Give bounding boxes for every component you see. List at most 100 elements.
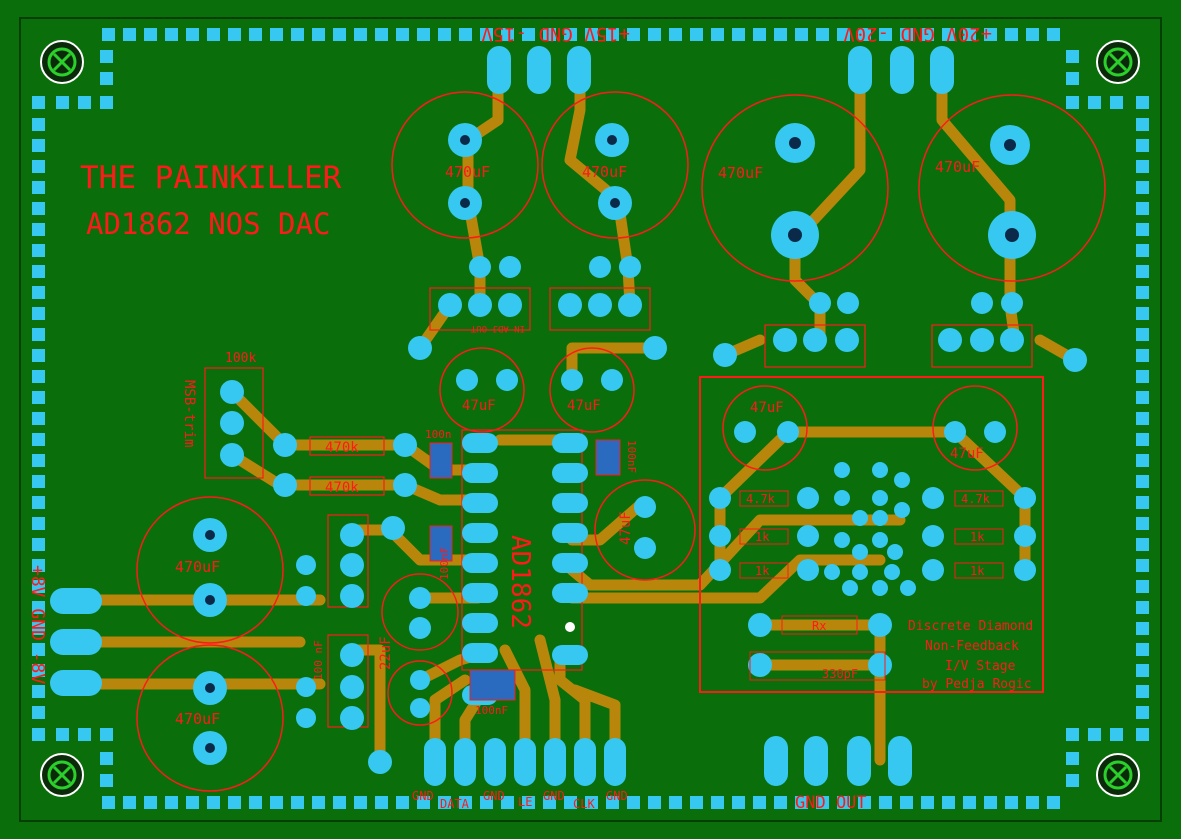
cap-47uf-1-label: 47uF — [462, 398, 496, 414]
cap-470uf-4-label: 470uF — [935, 158, 980, 176]
edge-pad — [732, 796, 745, 809]
msb-trim-label: MSB-trim — [181, 380, 197, 447]
edge-pad — [963, 28, 976, 41]
regulator-pos20 — [764, 292, 866, 368]
edge-pad — [32, 265, 45, 278]
digital-gnd4-label: GND — [606, 789, 628, 803]
edge-pad — [459, 796, 472, 809]
edge-pad — [144, 796, 157, 809]
edge-pad — [1136, 118, 1149, 131]
iv-stage-line1: Discrete Diamond — [908, 619, 1033, 634]
edge-pad — [1136, 664, 1149, 677]
edge-pad — [1136, 601, 1149, 614]
edge-pad — [837, 28, 850, 41]
res-470k-2-label: 470k — [325, 480, 359, 496]
edge-pad — [711, 796, 724, 809]
iv-stage-line2: Non-Feedback — [925, 639, 1019, 654]
cap-470uf-1: 470uF — [391, 91, 539, 239]
chip-pin — [462, 463, 498, 483]
edge-pad — [1136, 349, 1149, 362]
edge-pad — [32, 496, 45, 509]
edge-pad — [543, 28, 556, 41]
edge-pad — [100, 72, 113, 85]
edge-pad — [1136, 685, 1149, 698]
edge-pad — [1136, 412, 1149, 425]
edge-pad — [606, 796, 619, 809]
cap-22uf-label: 22uF — [378, 636, 394, 670]
digital-pin — [484, 738, 506, 786]
edge-pad — [963, 796, 976, 809]
board-title: THE PAINKILLER — [80, 160, 342, 196]
regulator-pos15-pins: IN ADJ OUT — [470, 323, 525, 333]
regulator-neg20 — [931, 292, 1033, 368]
edge-pad — [543, 796, 556, 809]
edge-pad — [669, 796, 682, 809]
edge-pad — [32, 96, 45, 109]
cap-470uf-6: 470uF — [136, 644, 284, 792]
edge-pad — [1136, 580, 1149, 593]
edge-pad — [32, 349, 45, 362]
edge-pad — [312, 28, 325, 41]
edge-pad — [1136, 391, 1149, 404]
edge-pad — [711, 28, 724, 41]
edge-pad — [32, 202, 45, 215]
res-4k7-1-label: 4.7k — [746, 492, 776, 506]
cap-470uf-6-label: 470uF — [175, 710, 220, 728]
edge-pad — [921, 796, 934, 809]
mounting-hole-top-right — [1096, 40, 1140, 84]
edge-pad — [1026, 28, 1039, 41]
edge-pad — [795, 796, 808, 809]
board-subtitle: AD1862 NOS DAC — [86, 207, 330, 241]
edge-pad — [900, 28, 913, 41]
edge-pad — [627, 796, 640, 809]
edge-pad — [354, 796, 367, 809]
iv-resistors: 4.7k 1k 1k 4.7k 1k 1k — [709, 487, 1036, 581]
edge-pad — [32, 139, 45, 152]
cap-47uf-1: 47uF — [439, 347, 525, 433]
edge-pad — [459, 28, 472, 41]
edge-pad — [32, 391, 45, 404]
edge-pad — [32, 728, 45, 741]
edge-pad — [1136, 538, 1149, 551]
capacitors-47uf: 47uF 47uF 47uF 47uF 47uF 22uF — [378, 347, 1018, 726]
edge-pad — [32, 538, 45, 551]
edge-pad — [32, 706, 45, 719]
chip-pin — [462, 493, 498, 513]
edge-pad — [774, 28, 787, 41]
edge-pad — [32, 286, 45, 299]
digital-gnd2-label: GND — [483, 789, 505, 803]
cap-470uf-2-label: 470uF — [582, 163, 627, 181]
edge-pad — [32, 622, 45, 635]
edge-pad — [32, 370, 45, 383]
edge-pad — [270, 796, 283, 809]
connector-8v: +8V GND -8V — [27, 565, 102, 696]
edge-pad — [1136, 328, 1149, 341]
edge-pad — [438, 796, 451, 809]
edge-pad — [1005, 796, 1018, 809]
edge-pad — [942, 28, 955, 41]
edge-pad — [100, 96, 113, 109]
edge-pad — [1110, 728, 1123, 741]
edge-pad — [501, 28, 514, 41]
edge-pad — [1136, 622, 1149, 635]
edge-pad — [690, 796, 703, 809]
iv-transistors — [824, 462, 916, 596]
edge-pad — [564, 28, 577, 41]
loose-pads — [368, 336, 1087, 774]
edge-pad — [32, 643, 45, 656]
edge-pad — [564, 796, 577, 809]
cap-100n-label: 100n — [425, 428, 452, 441]
cap-100nf-b-label: 100 nF — [312, 640, 325, 680]
mounting-hole-top-left — [40, 40, 84, 84]
cap-47uf-4-label: 47uF — [950, 446, 984, 462]
edge-pad — [1136, 643, 1149, 656]
edge-pad — [1136, 139, 1149, 152]
cap-100nf-label-right: 100nF — [625, 440, 638, 473]
cap-470uf-1-label: 470uF — [445, 163, 490, 181]
edge-pad — [1066, 728, 1079, 741]
edge-pad — [1136, 517, 1149, 530]
cap-47uf-3-label: 47uF — [750, 400, 784, 416]
edge-pad — [32, 160, 45, 173]
edge-pad — [1026, 796, 1039, 809]
digital-connector: GND DATA GND LE GND CLK GND — [412, 738, 628, 811]
